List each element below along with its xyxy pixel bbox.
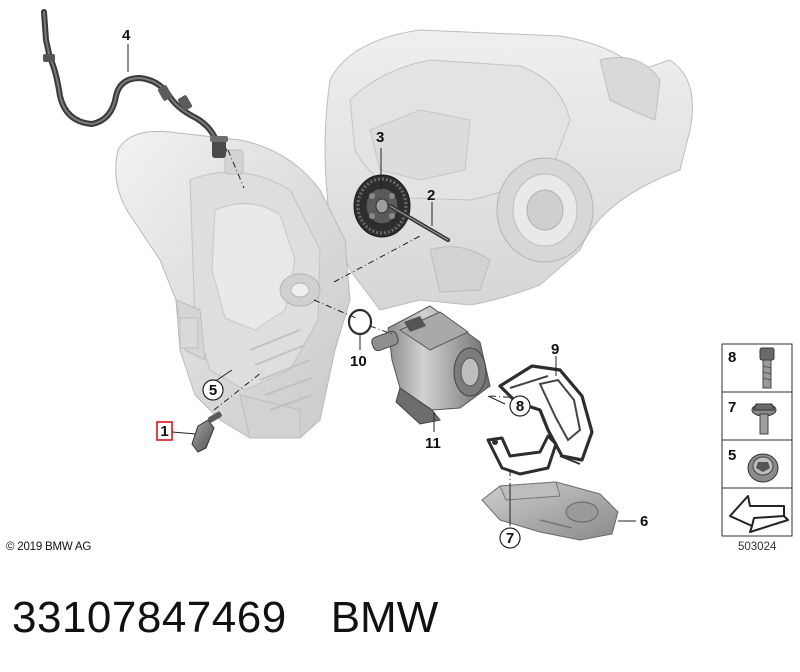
copyright-notice: © 2019 BMW AG: [6, 541, 92, 553]
bolt-icon: [759, 347, 775, 389]
sensor-part: [191, 411, 222, 453]
actuator-motor-part: [371, 305, 491, 425]
callout-labels: 4 3 2 10 9 11 6 5 8 7 1: [122, 27, 648, 549]
callout-2[interactable]: 2: [427, 187, 435, 204]
brand-name: BMW: [330, 593, 439, 642]
callout-6[interactable]: 6: [640, 513, 648, 530]
bracket-part: [498, 364, 594, 465]
side-panel-label-7[interactable]: 7: [728, 399, 736, 416]
callout-1-highlight-box: [156, 421, 173, 441]
callout-8[interactable]: 8: [516, 398, 524, 415]
callout-9[interactable]: 9: [551, 341, 559, 358]
fastener-side-panel: 8 7 5: [721, 343, 793, 537]
callout-7-circle: [499, 527, 521, 549]
callout-7[interactable]: 7: [506, 530, 514, 547]
callout-5-circle: [202, 379, 224, 401]
transfer-case-housing: [324, 29, 693, 311]
cover-housing: [115, 130, 351, 439]
vent-hose-part: [41, 9, 228, 158]
o-ring-part: [347, 308, 373, 336]
part-caption: 33107847469 BMW: [12, 592, 792, 652]
lower-bracket-part: [486, 434, 558, 476]
hex-collar-bolt-icon: [751, 403, 777, 435]
callout-1[interactable]: 1: [160, 423, 168, 440]
image-code: 503024: [738, 541, 777, 553]
part-number[interactable]: 33107847469: [12, 593, 287, 642]
exploded-parts-diagram: 4 3 2 10 9 11 6 5 8 7 1 8: [41, 9, 793, 549]
callout-3[interactable]: 3: [376, 129, 384, 146]
callout-8-circle: [509, 395, 531, 417]
gear-part: [353, 174, 411, 238]
leader-lines: [127, 44, 636, 526]
shaft-part: [388, 204, 450, 242]
heat-shield-part: [481, 481, 619, 541]
side-panel-label-5[interactable]: 5: [728, 447, 736, 464]
side-panel-label-8[interactable]: 8: [728, 349, 736, 366]
callout-10[interactable]: 10: [350, 353, 367, 370]
callout-11[interactable]: 11: [425, 435, 441, 452]
arrow-symbol-icon: [729, 495, 789, 533]
torx-screw-icon: [747, 453, 779, 483]
callout-4[interactable]: 4: [122, 27, 131, 44]
callout-5[interactable]: 5: [209, 382, 217, 399]
